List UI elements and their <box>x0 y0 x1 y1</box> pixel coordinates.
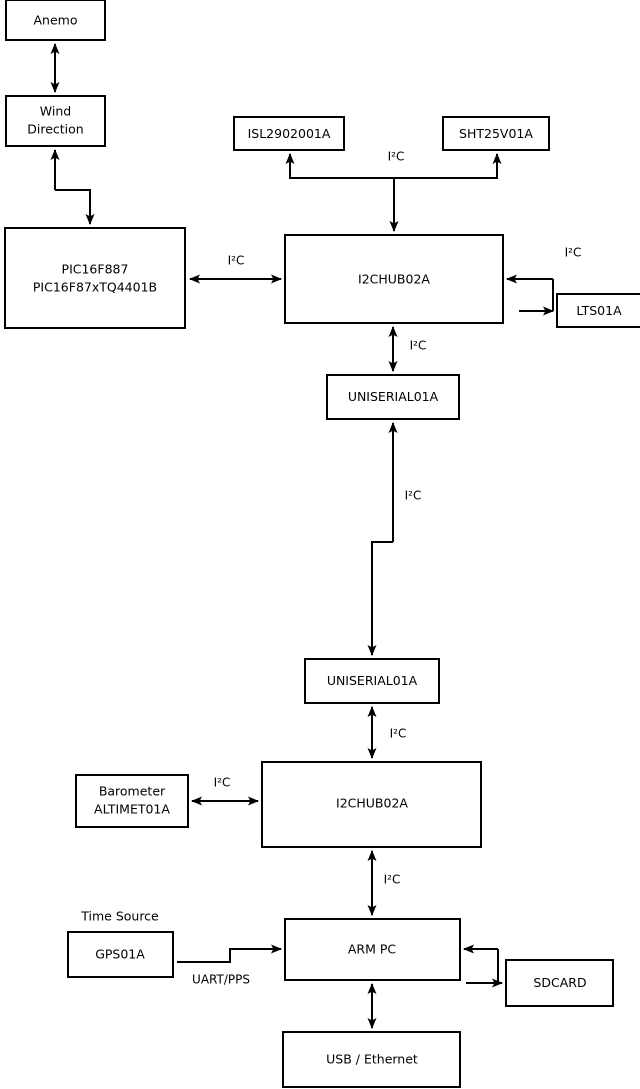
node-wind-direction-label-1: Wind <box>40 104 71 119</box>
node-i2chub02a-bottom[interactable]: I2CHUB02A <box>261 761 482 848</box>
node-arm-pc-label: ARM PC <box>348 942 397 957</box>
free-labels-layer: Time Source <box>80 909 159 924</box>
edge-labels-layer: I²C I²C I²C I²C I²C I²C I²C I²C UART/PPS <box>192 150 581 987</box>
node-anemo-label: Anemo <box>34 13 78 28</box>
edge-hub-to-isl <box>285 153 394 179</box>
node-i2chub02a-top[interactable]: I2CHUB02A <box>284 234 504 324</box>
node-pic16f887-label-2: PIC16F87xTQ4401B <box>33 280 157 295</box>
node-barometer[interactable]: Barometer ALTIMET01A <box>75 774 189 828</box>
edge-label-hub-lts: I²C <box>565 246 582 260</box>
node-sdcard[interactable]: SDCARD <box>505 959 614 1007</box>
node-i2chub02a-top-label: I2CHUB02A <box>358 272 430 287</box>
node-wind-direction-label-2: Direction <box>27 122 83 137</box>
node-isl2902001a[interactable]: ISL2902001A <box>233 116 345 151</box>
node-i2chub02a-bottom-label: I2CHUB02A <box>336 796 408 811</box>
node-uniserial01a-upper-label: UNISERIAL01A <box>348 389 439 404</box>
connections-layer <box>50 43 554 1029</box>
edge-label-hub-uniserial: I²C <box>410 339 427 353</box>
nodes-layer: Anemo Wind Direction PIC16F887 PIC16F87x… <box>4 0 640 1088</box>
node-barometer-label-1: Barometer <box>99 784 166 799</box>
node-arm-pc[interactable]: ARM PC <box>284 918 461 981</box>
edge-label-gps-arm-pc: UART/PPS <box>192 973 250 987</box>
node-pic16f887-label-1: PIC16F887 <box>62 262 129 277</box>
node-lts01a-label: LTS01A <box>576 303 622 318</box>
node-uniserial01a-lower-label: UNISERIAL01A <box>327 673 418 688</box>
edge-hub-to-sht <box>394 153 502 179</box>
node-uniserial01a-lower[interactable]: UNISERIAL01A <box>304 658 440 704</box>
edge-gps-arm-pc <box>177 944 282 963</box>
node-sht25v01a[interactable]: SHT25V01A <box>442 116 550 151</box>
edge-label-uniserial2-hub: I²C <box>390 727 407 741</box>
label-time-source: Time Source <box>80 909 159 924</box>
edge-label-hub-sensors: I²C <box>388 150 405 164</box>
node-lts01a[interactable]: LTS01A <box>556 293 640 328</box>
node-usb-ethernet-label: USB / Ethernet <box>326 1052 418 1067</box>
edge-wind-direction-pic-down <box>55 189 95 225</box>
node-sdcard-label: SDCARD <box>533 975 586 990</box>
node-isl2902001a-label: ISL2902001A <box>248 126 331 141</box>
node-usb-ethernet[interactable]: USB / Ethernet <box>282 1031 461 1088</box>
edge-label-hub-arm-pc: I²C <box>384 873 401 887</box>
node-barometer-label-2: ALTIMET01A <box>94 802 170 817</box>
edge-uniserial2-down <box>367 541 393 656</box>
node-uniserial01a-upper[interactable]: UNISERIAL01A <box>326 374 460 420</box>
edge-label-uniserial-uniserial: I²C <box>405 489 422 503</box>
node-sht25v01a-label: SHT25V01A <box>459 126 533 141</box>
node-wind-direction[interactable]: Wind Direction <box>5 95 106 147</box>
edge-label-pic-hub: I²C <box>228 254 245 268</box>
edge-label-barometer-hub: I²C <box>214 776 231 790</box>
node-gps01a[interactable]: GPS01A <box>67 931 174 978</box>
node-gps01a-label: GPS01A <box>95 947 145 962</box>
node-pic16f887[interactable]: PIC16F887 PIC16F87xTQ4401B <box>4 227 186 329</box>
node-anemo[interactable]: Anemo <box>5 0 106 41</box>
